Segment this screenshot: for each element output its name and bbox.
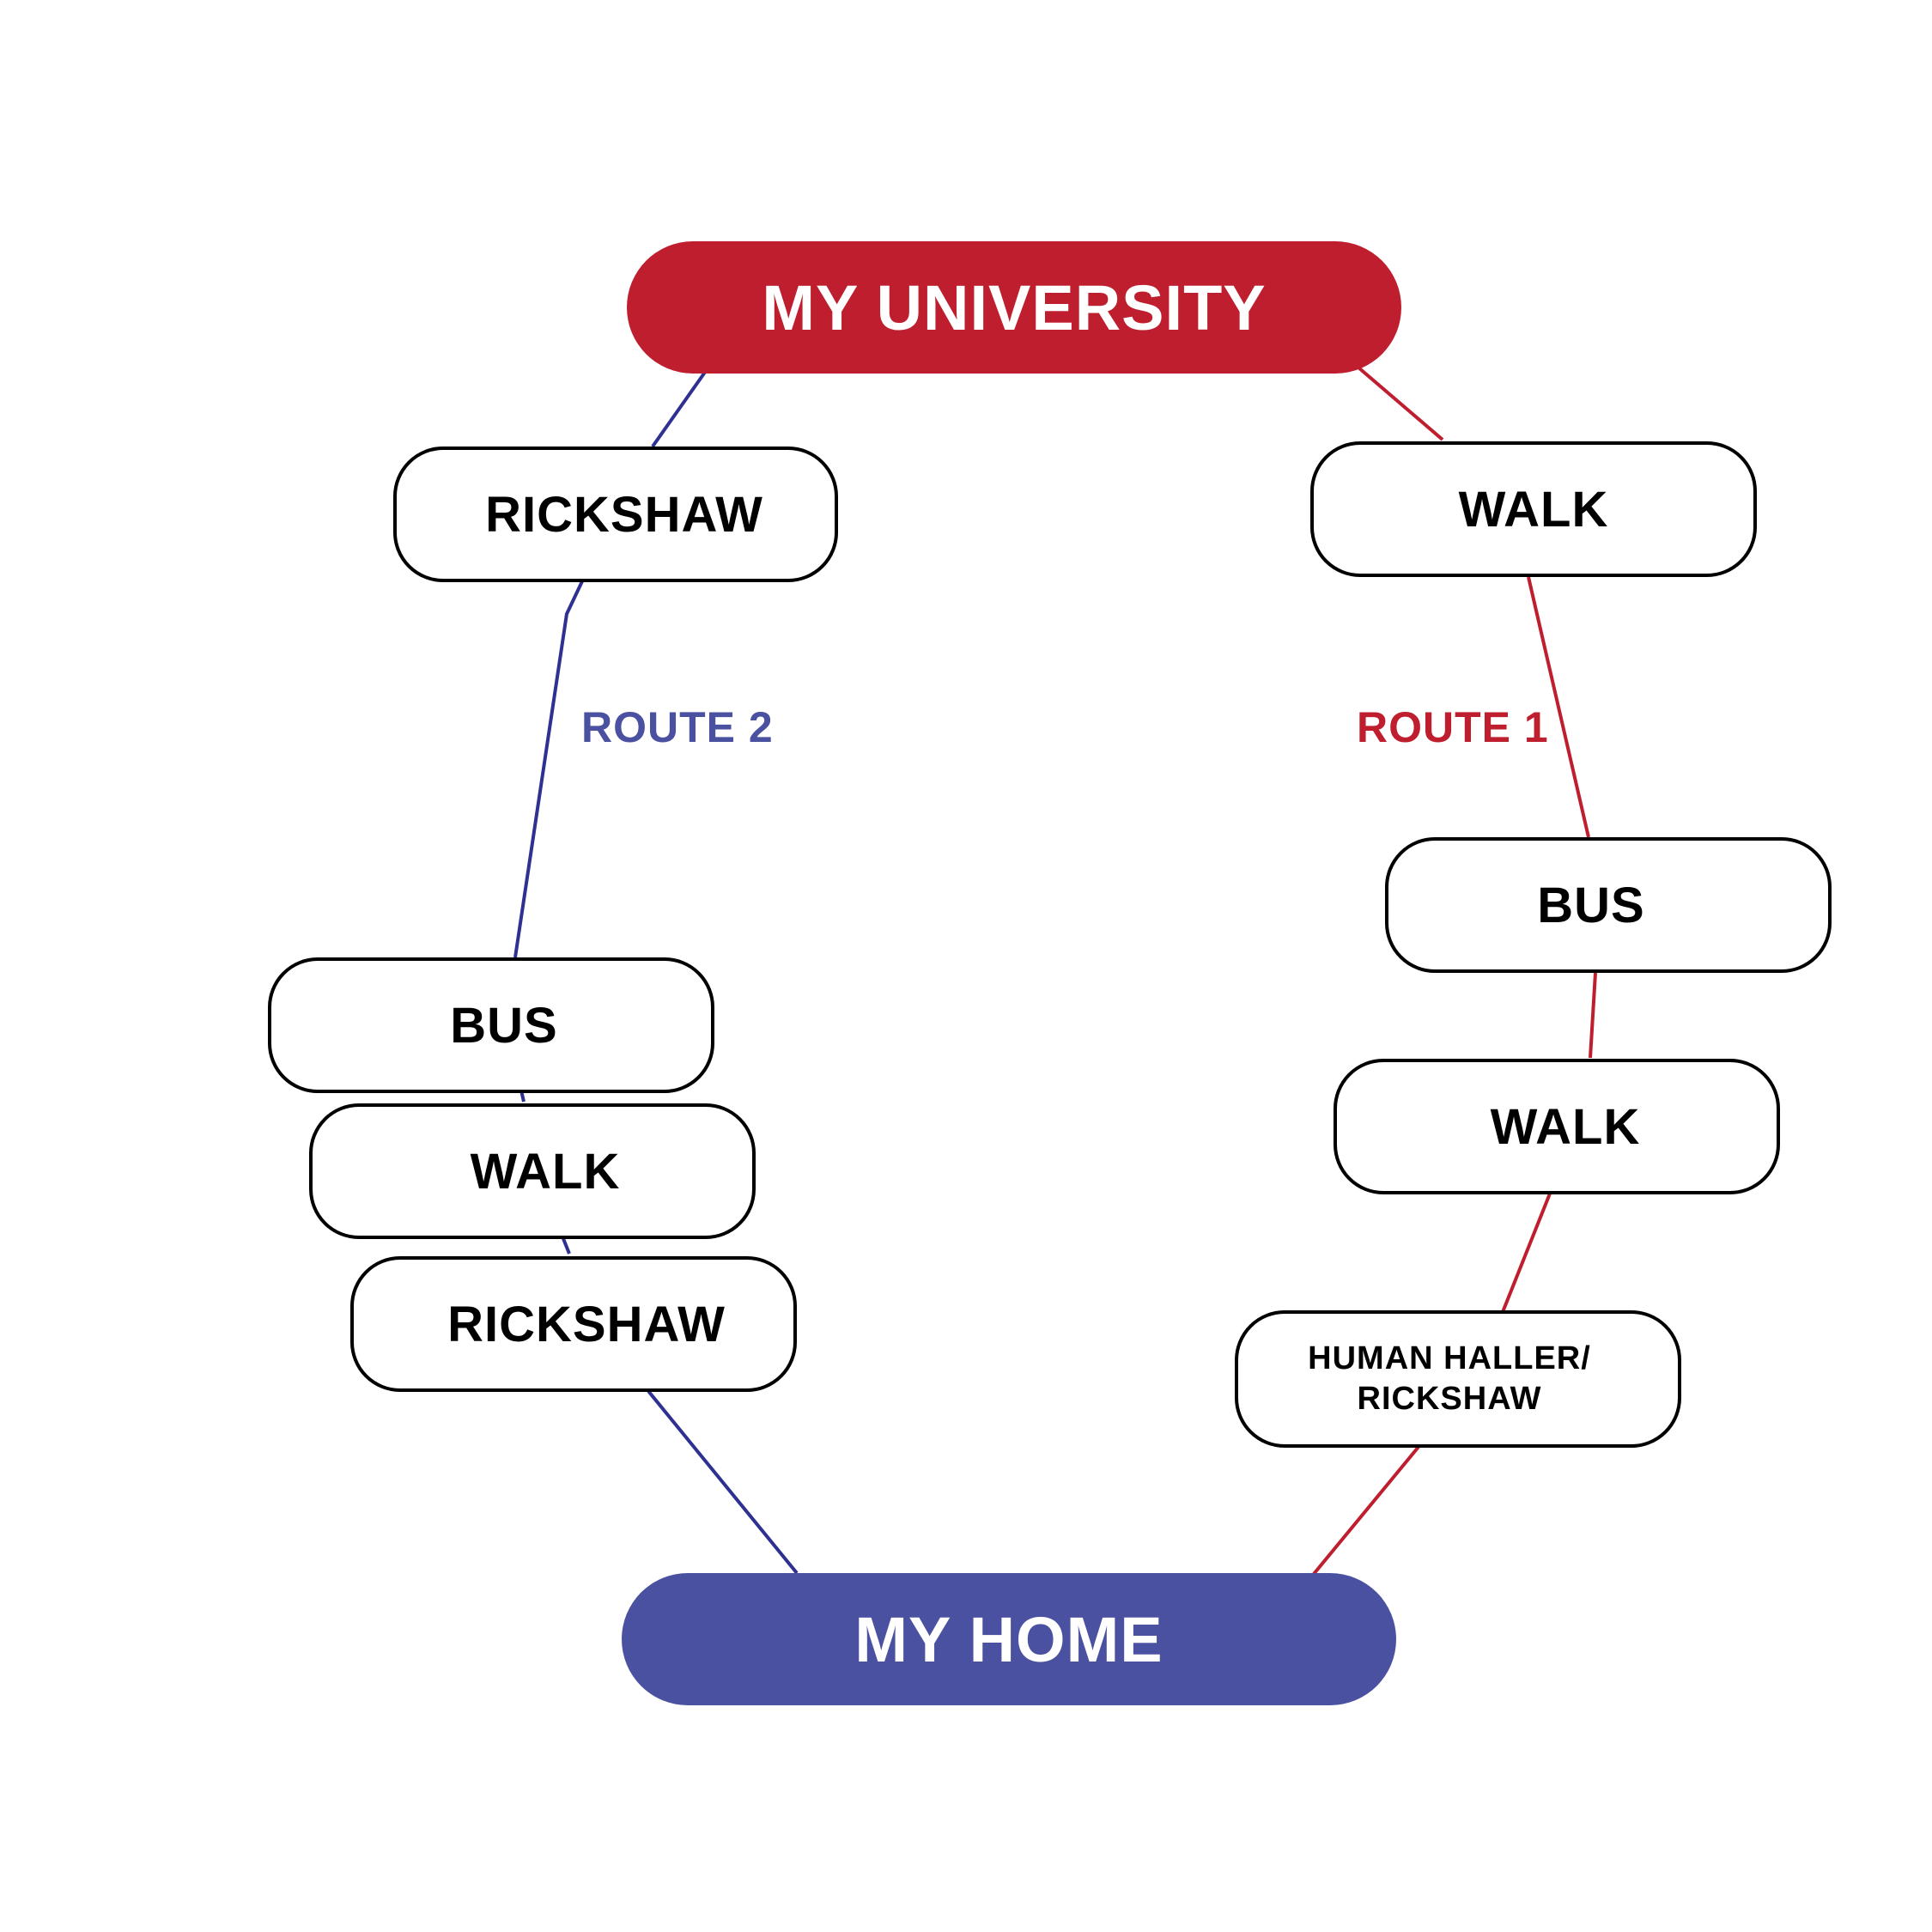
route2-line-rickshaw-bus [513,580,584,958]
home-node: MY HOME [622,1573,1396,1705]
route1-line-university-walk [1357,366,1444,441]
route1-step-3-label: WALK [1490,1098,1641,1155]
route1-step-1-label: WALK [1458,481,1609,538]
route2-step-4-rickshaw: RICKSHAW [350,1256,797,1392]
route2-step-2-bus: BUS [268,957,714,1093]
route2-step-1-rickshaw: RICKSHAW [393,447,838,582]
route1-step-4-human-haller-rickshaw: HUMAN HALLER/ RICKSHAW [1235,1310,1681,1448]
route2-line-walk-rickshaw [561,1236,571,1255]
route2-step-3-walk: WALK [309,1103,756,1239]
route1-label: ROUTE 1 [1357,703,1549,751]
route1-step-2-bus: BUS [1385,837,1832,973]
route1-step-2-label: BUS [1537,877,1645,933]
route2-step-2-label: BUS [450,997,558,1054]
route2-step-3-label: WALK [470,1143,621,1200]
route2-step-4-label: RICKSHAW [447,1296,726,1352]
route1-line-walk-bus [1527,576,1590,838]
route1-connector-lines [1312,366,1597,1576]
home-label: MY HOME [854,1603,1163,1675]
route1-step-3-walk: WALK [1334,1059,1780,1194]
route2-label: ROUTE 2 [581,703,774,751]
route2-line-rickshaw-home [647,1389,799,1575]
route2-line-university-rickshaw [651,369,708,448]
route2-step-1-label: RICKSHAW [485,486,763,543]
route2-connector-lines [513,369,799,1575]
route1-line-haller-home [1312,1445,1420,1576]
route1-step-1-walk: WALK [1310,441,1757,577]
route1-step-4-label: HUMAN HALLER/ RICKSHAW [1308,1340,1591,1418]
university-node: MY UNIVERSITY [627,241,1401,374]
university-label: MY UNIVERSITY [762,271,1267,343]
route1-line-bus-walk [1589,972,1597,1059]
route1-line-walk-haller [1501,1193,1552,1313]
